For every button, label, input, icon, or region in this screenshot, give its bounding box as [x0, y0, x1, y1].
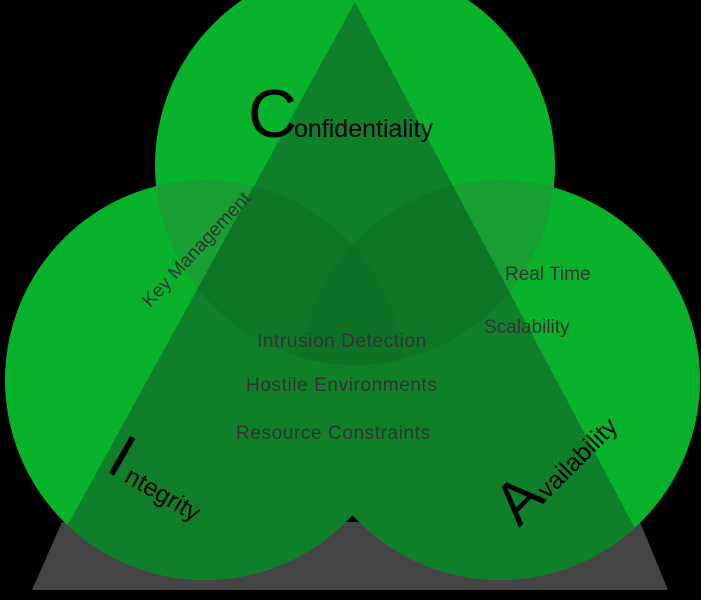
scalability-label: Scalability [484, 317, 570, 338]
confidentiality-initial: C [248, 76, 297, 152]
triangle-overlap-tint-right [300, 180, 555, 365]
resource-constraints-label: Resource Constraints [236, 423, 431, 444]
confidentiality-rest: onfidentiality [294, 115, 433, 143]
real-time-label: Real Time [505, 264, 591, 285]
intrusion-detection-label: Intrusion Detection [257, 331, 427, 352]
hostile-environments-label: Hostile Environments [246, 375, 438, 396]
triangle-overlap-tint-left [155, 180, 405, 365]
security-triangle [32, 2, 668, 580]
